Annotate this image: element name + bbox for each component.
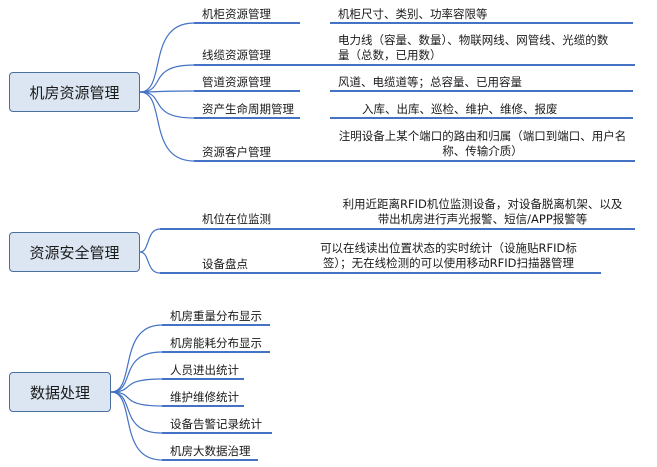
branch-alarm-stats[interactable]: 设备告警记录统计 bbox=[170, 417, 262, 431]
branch-underline bbox=[160, 228, 635, 230]
connector-curve bbox=[110, 324, 163, 393]
branch-cabinet-resource[interactable]: 机柜资源管理 bbox=[202, 7, 271, 21]
detail-underline bbox=[330, 22, 633, 24]
branch-underline bbox=[194, 160, 635, 162]
branch-bigdata-governance[interactable]: 机房大数据治理 bbox=[170, 444, 251, 458]
branch-cable-resource[interactable]: 线缆资源管理 bbox=[202, 48, 271, 62]
detail-cable-line2: 量（总数，已用数） bbox=[338, 48, 442, 62]
branch-energy-distribution[interactable]: 机房能耗分布显示 bbox=[170, 336, 262, 350]
detail-inventory-line2: 签）；无在线检测的可以使用移动RFID扫描器管理 bbox=[322, 256, 575, 270]
connector-curve bbox=[139, 22, 195, 93]
branch-position-monitor[interactable]: 机位在位监测 bbox=[202, 212, 271, 226]
connector-curve bbox=[110, 351, 163, 393]
connector-curve bbox=[139, 64, 195, 93]
connector-curve bbox=[139, 91, 195, 119]
branch-underline bbox=[194, 64, 635, 66]
branch-inventory[interactable]: 设备盘点 bbox=[202, 257, 248, 271]
branch-resource-customer[interactable]: 资源客户管理 bbox=[202, 145, 271, 159]
detail-cabinet: 机柜尺寸、类别、功率容限等 bbox=[338, 7, 488, 21]
detail-underline bbox=[330, 90, 633, 92]
branch-personnel-stats[interactable]: 人员进出统计 bbox=[170, 363, 239, 377]
branch-underline bbox=[194, 90, 300, 92]
branch-underline bbox=[162, 378, 244, 380]
detail-asset-lifecycle: 入库、出库、巡检、维护、维修、报废 bbox=[362, 102, 558, 116]
branch-underline bbox=[194, 117, 300, 119]
detail-cable-line1: 电力线（容量、数量）、物联网线、网管线、光缆的数 bbox=[338, 33, 609, 47]
connector-curve bbox=[110, 378, 163, 393]
connector-curve bbox=[139, 251, 161, 274]
connector-curve bbox=[110, 391, 163, 461]
branch-underline bbox=[162, 432, 272, 434]
root-node-data-processing[interactable]: 数据处理 bbox=[9, 372, 111, 412]
branch-underline bbox=[194, 22, 300, 24]
connector-curve bbox=[110, 391, 163, 407]
detail-position-line2: 带出机房进行声光报警、短信/APP报警等 bbox=[377, 212, 588, 226]
branch-underline bbox=[162, 351, 270, 353]
branch-weight-distribution[interactable]: 机房重量分布显示 bbox=[170, 309, 262, 323]
detail-customer-line2: 称、传输介质） bbox=[442, 144, 523, 158]
detail-position-line1: 利用近距离RFID机位监测设备，对设备脱离机架、以及 bbox=[342, 197, 623, 211]
root-node-room-resource[interactable]: 机房资源管理 bbox=[9, 72, 140, 112]
connector-curve bbox=[139, 228, 161, 253]
connector-curve bbox=[139, 91, 195, 162]
detail-duct: 风道、电缆道等；总容量、已用容量 bbox=[338, 75, 522, 89]
branch-underline bbox=[160, 272, 601, 274]
branch-duct-resource[interactable]: 管道资源管理 bbox=[202, 75, 271, 89]
root-node-resource-security[interactable]: 资源安全管理 bbox=[9, 232, 140, 272]
branch-underline bbox=[162, 405, 244, 407]
branch-underline bbox=[162, 459, 258, 461]
detail-underline bbox=[330, 117, 633, 119]
connector-curve bbox=[110, 391, 163, 434]
branch-underline bbox=[162, 324, 270, 326]
detail-customer-line1: 注明设备上某个端口的路由和归属（端口到端口、用户名 bbox=[338, 129, 627, 143]
branch-asset-lifecycle[interactable]: 资产生命周期管理 bbox=[202, 102, 294, 116]
connector-curve bbox=[139, 90, 195, 93]
branch-maintenance-stats[interactable]: 维护维修统计 bbox=[170, 390, 239, 404]
detail-inventory-line1: 可以在线读出位置状态的实时统计（设施贴RFID标 bbox=[320, 241, 577, 255]
